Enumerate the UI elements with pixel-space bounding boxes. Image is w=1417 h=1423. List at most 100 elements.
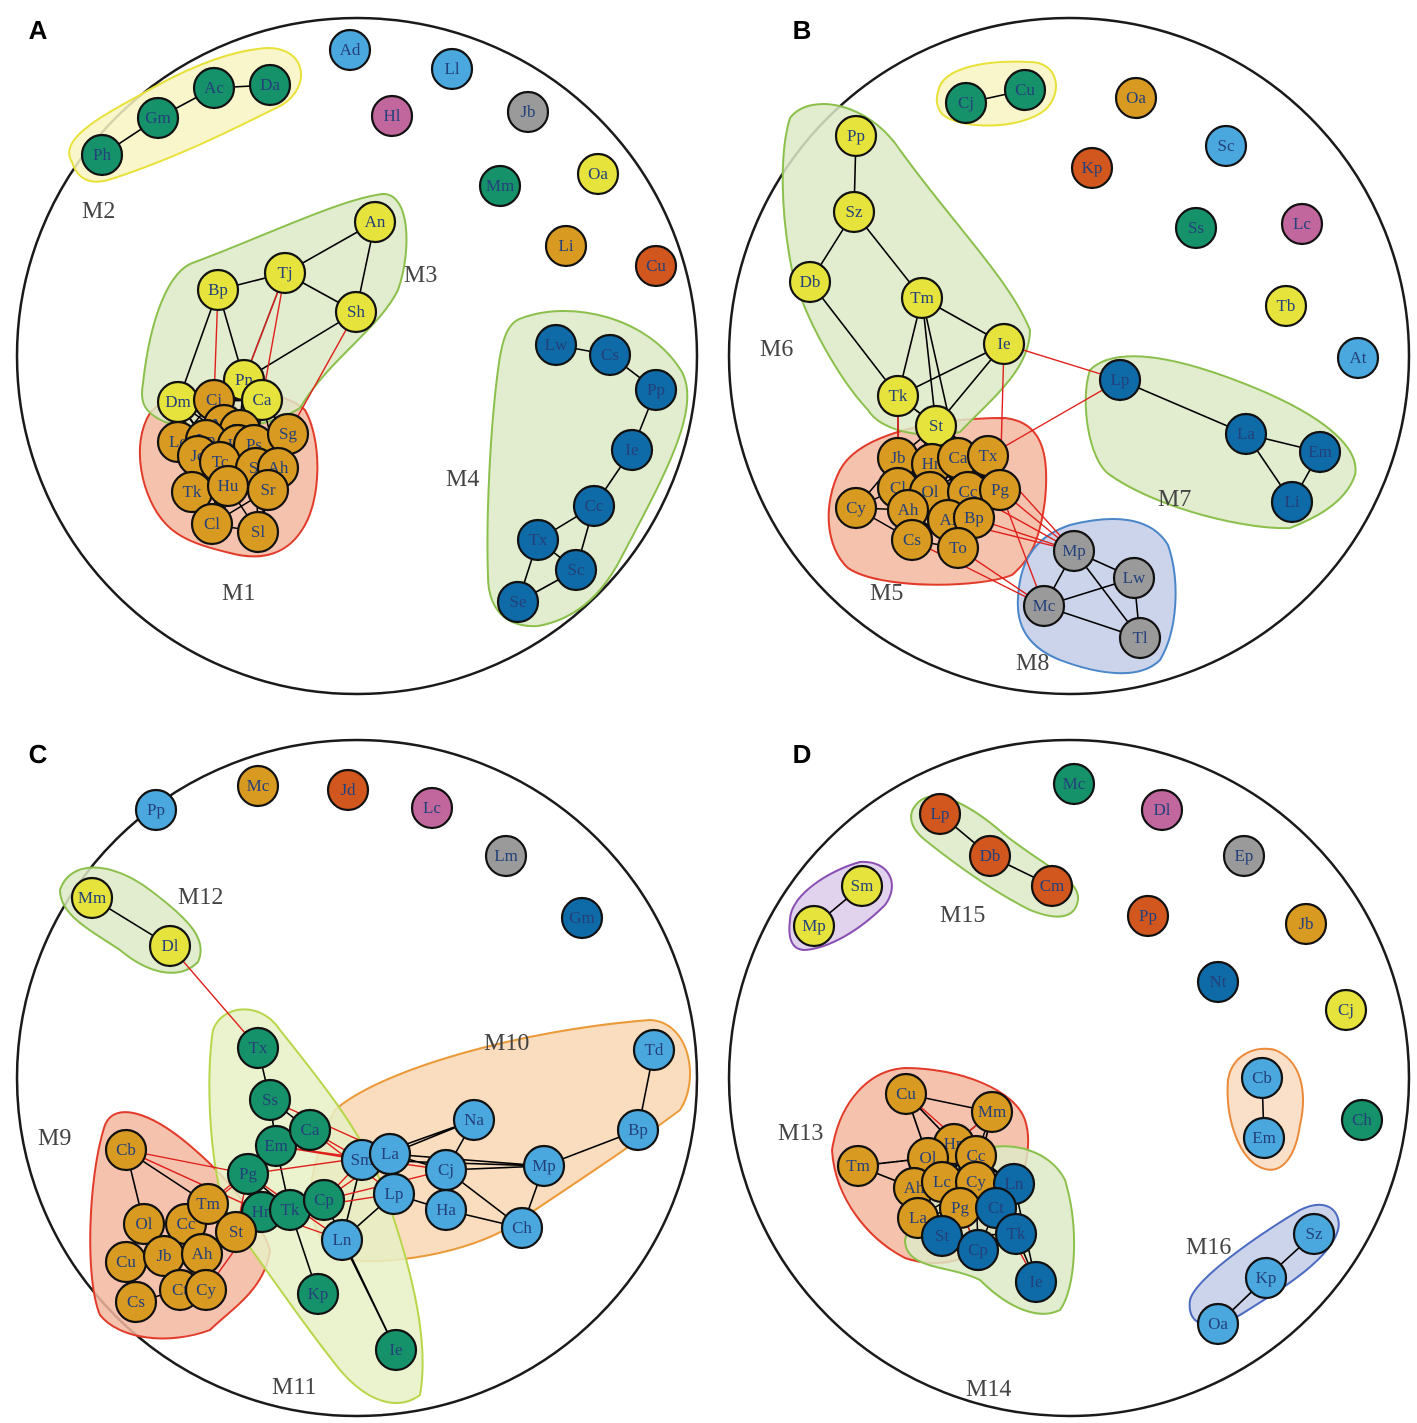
node-label: Se (510, 592, 527, 611)
node-st: St (920, 1214, 964, 1258)
node-se: Se (496, 580, 540, 624)
node-label: Cj (1338, 1000, 1354, 1019)
module-label: M5 (870, 580, 903, 606)
node-em: Em (1242, 1116, 1286, 1160)
node-mp: Mp (522, 1144, 566, 1188)
node-circle (554, 548, 598, 592)
node-circle (484, 834, 528, 878)
module-label: M11 (272, 1374, 316, 1400)
node-circle (1280, 202, 1324, 246)
node-mp: Mp (1052, 529, 1096, 573)
module-label: M9 (38, 1125, 71, 1151)
node-label: Cc (967, 1146, 986, 1165)
node-circle (1292, 1212, 1336, 1256)
node-tx: Tx (516, 518, 560, 562)
module-label: M1 (222, 580, 255, 606)
node-label: Pp (847, 126, 865, 145)
node-circle (956, 1228, 1000, 1272)
node-label: Li (1284, 492, 1299, 511)
node-sz: Sz (832, 190, 876, 234)
node-mm: Mm (970, 1090, 1014, 1134)
node-label: Tm (910, 288, 934, 307)
node-label: Cc (177, 1214, 196, 1233)
node-circle (576, 152, 620, 196)
module-label: M8 (1016, 650, 1049, 676)
node-circle (1298, 430, 1342, 474)
node-label: Mp (802, 916, 826, 935)
node-lp: Lp (918, 792, 962, 836)
node-label: Ie (1029, 1272, 1042, 1291)
node-tm: Tm (836, 1144, 880, 1188)
node-label: Jb (156, 1246, 171, 1265)
node-jb: Jb (1284, 902, 1328, 946)
node-mc: Mc (1022, 584, 1066, 628)
node-sh: Sh (334, 290, 378, 334)
node-label: Lp (931, 804, 950, 823)
node-circle (192, 66, 236, 110)
node-label: Cu (646, 256, 666, 275)
node-kp: Kp (1070, 146, 1114, 190)
node-label: Cc (959, 482, 978, 501)
node-jd: Jd (326, 768, 370, 812)
inter-module-edge (287, 311, 357, 435)
node-label: Pp (147, 800, 165, 819)
node-cl: Cl (190, 502, 234, 546)
node-label: Tm (196, 1194, 220, 1213)
node-label: Pp (1139, 906, 1157, 925)
node-label: Ac (204, 78, 224, 97)
panel-boundary-circle (15, 16, 699, 696)
node-cp: Cp (956, 1228, 1000, 1272)
node-circle (288, 1108, 332, 1152)
node-label: Ct (172, 1280, 188, 1299)
node-label: Dl (162, 936, 179, 955)
node-nt: Nt (1196, 960, 1240, 1004)
node-label: Sm (851, 876, 874, 895)
node-label: Mm (486, 176, 514, 195)
node-label: St (935, 1226, 949, 1245)
node-mc: Mc (1052, 762, 1096, 806)
node-label: Tj (277, 263, 292, 282)
node-cj: Cj (1324, 988, 1368, 1032)
node-circle (1336, 336, 1380, 380)
node-label: Oa (588, 164, 608, 183)
node-circle (452, 1098, 496, 1142)
node-cu: Cu (104, 1240, 148, 1284)
node-label: Hn (252, 1202, 273, 1221)
node-cu: Cu (634, 244, 678, 288)
node-circle (1140, 788, 1184, 832)
node-em: Em (254, 1124, 298, 1168)
node-lp: Lp (372, 1172, 416, 1216)
node-circle (236, 510, 280, 554)
node-label: Ol (136, 1214, 153, 1233)
node-label: Db (800, 272, 821, 291)
panel-boundary-circle (727, 16, 1411, 696)
node-tm: Tm (900, 276, 944, 320)
node-label: Ie (625, 440, 638, 459)
node-circle (136, 96, 180, 140)
node-circle (1244, 1256, 1288, 1300)
node-label: Pg (991, 480, 1009, 499)
node-label: Jb (1298, 914, 1313, 933)
node-label: At (1350, 348, 1367, 367)
node-circle (832, 190, 876, 234)
node-cb: Cb (104, 1128, 148, 1172)
node-ch: Ch (1340, 1098, 1384, 1142)
node-circle (1196, 960, 1240, 1004)
node-label: Jd (340, 780, 356, 799)
node-label: Tl (1132, 628, 1147, 647)
node-label: Jb (890, 448, 905, 467)
node-label: Cj (206, 390, 222, 409)
node-lc: Lc (1280, 202, 1324, 246)
node-label: Hl (384, 106, 401, 125)
node-label: Cs (601, 345, 619, 364)
node-label: Tk (889, 386, 908, 405)
node-circle (372, 1172, 416, 1216)
node-tk: Tk (876, 374, 920, 418)
node-circle (430, 47, 474, 91)
node-label: Cu (1015, 80, 1035, 99)
node-circle (254, 1124, 298, 1168)
node-circle (226, 1152, 270, 1196)
node-sc: Sc (1204, 124, 1248, 168)
